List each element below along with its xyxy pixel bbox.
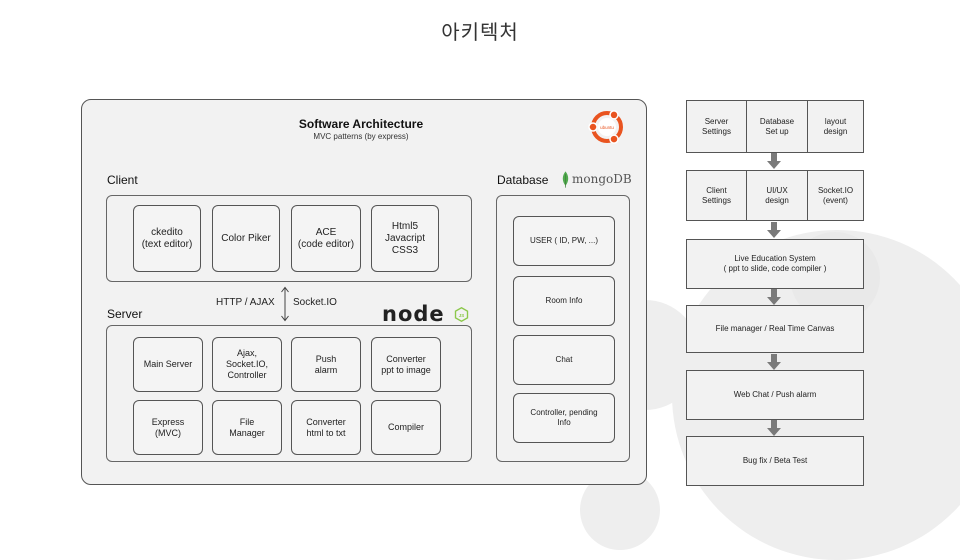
roadmap-socketio-event: Socket.IO (event) — [817, 185, 854, 205]
database-label: Database — [497, 173, 549, 187]
server-label: Server — [107, 307, 143, 321]
down-arrow-icon — [767, 289, 781, 305]
client-module-ace: ACE (code editor) — [291, 205, 361, 272]
db-collection-room: Room Info — [513, 276, 615, 326]
svg-text:ubuntu: ubuntu — [600, 125, 614, 130]
roadmap-step-live-education: Live Education System ( ppt to slide, co… — [686, 239, 864, 289]
roadmap-client-settings: Client Settings — [687, 171, 747, 220]
server-module-converter-ppt: Converter ppt to image — [371, 337, 441, 392]
roadmap-step-bug-fix: Bug fix / Beta Test — [686, 436, 864, 486]
server-module-compiler: Compiler — [371, 400, 441, 455]
roadmap-row-client: Client Settings UI/UX design Socket.IO (… — [686, 170, 864, 221]
background-circle — [940, 330, 960, 370]
server-module-express: Express (MVC) — [133, 400, 203, 455]
protocol-right-label: Socket.IO — [293, 297, 337, 308]
ubuntu-logo-icon: ubuntu — [588, 110, 623, 144]
nodejs-hex-icon: JS — [454, 307, 469, 322]
client-module-ckeditor: ckedito (text editor) — [133, 205, 201, 272]
client-module-html5: Html5 Javacript CSS3 — [371, 205, 439, 272]
roadmap-server-settings: Server Settings — [687, 101, 747, 152]
server-module-file-manager: File Manager — [212, 400, 282, 455]
db-collection-chat: Chat — [513, 335, 615, 385]
db-collection-controller: Controller, pending Info — [513, 393, 615, 443]
roadmap-step-web-chat: Web Chat / Push alarm — [686, 370, 864, 420]
db-collection-user: USER ( ID, PW, ...) — [513, 216, 615, 266]
architecture-title: Software Architecture — [298, 117, 424, 131]
server-module-main-server: Main Server — [133, 337, 203, 392]
client-module-color-picker: Color Piker — [212, 205, 280, 272]
server-module-ajax-socket: Ajax, Socket.IO, Controller — [212, 337, 282, 392]
nodejs-logo: node — [382, 302, 445, 326]
mongodb-leaf-icon — [562, 171, 569, 188]
client-label: Client — [107, 173, 138, 187]
down-arrow-icon — [767, 222, 781, 238]
roadmap-step-file-manager: File manager / Real Time Canvas — [686, 305, 864, 353]
down-arrow-icon — [767, 153, 781, 169]
roadmap-uiux-design: UI/UX design — [747, 171, 808, 220]
roadmap-layout-design: layout design — [823, 116, 848, 136]
down-arrow-icon — [767, 354, 781, 370]
bidirectional-arrow-icon — [281, 286, 289, 322]
down-arrow-icon — [767, 420, 781, 436]
server-module-push-alarm: Push alarm — [291, 337, 361, 392]
roadmap-row-setup: Server Settings Database Set up layout d… — [686, 100, 864, 153]
protocol-left-label: HTTP / AJAX — [216, 297, 275, 308]
mongodb-logo-text: mongoDB — [572, 172, 632, 186]
server-module-converter-html: Converter html to txt — [291, 400, 361, 455]
architecture-subtitle: MVC patterns (by express) — [313, 132, 409, 141]
page-title: 아키텍처 — [441, 20, 519, 44]
roadmap-database-setup: Database Set up — [747, 101, 808, 152]
svg-text:JS: JS — [459, 313, 465, 318]
